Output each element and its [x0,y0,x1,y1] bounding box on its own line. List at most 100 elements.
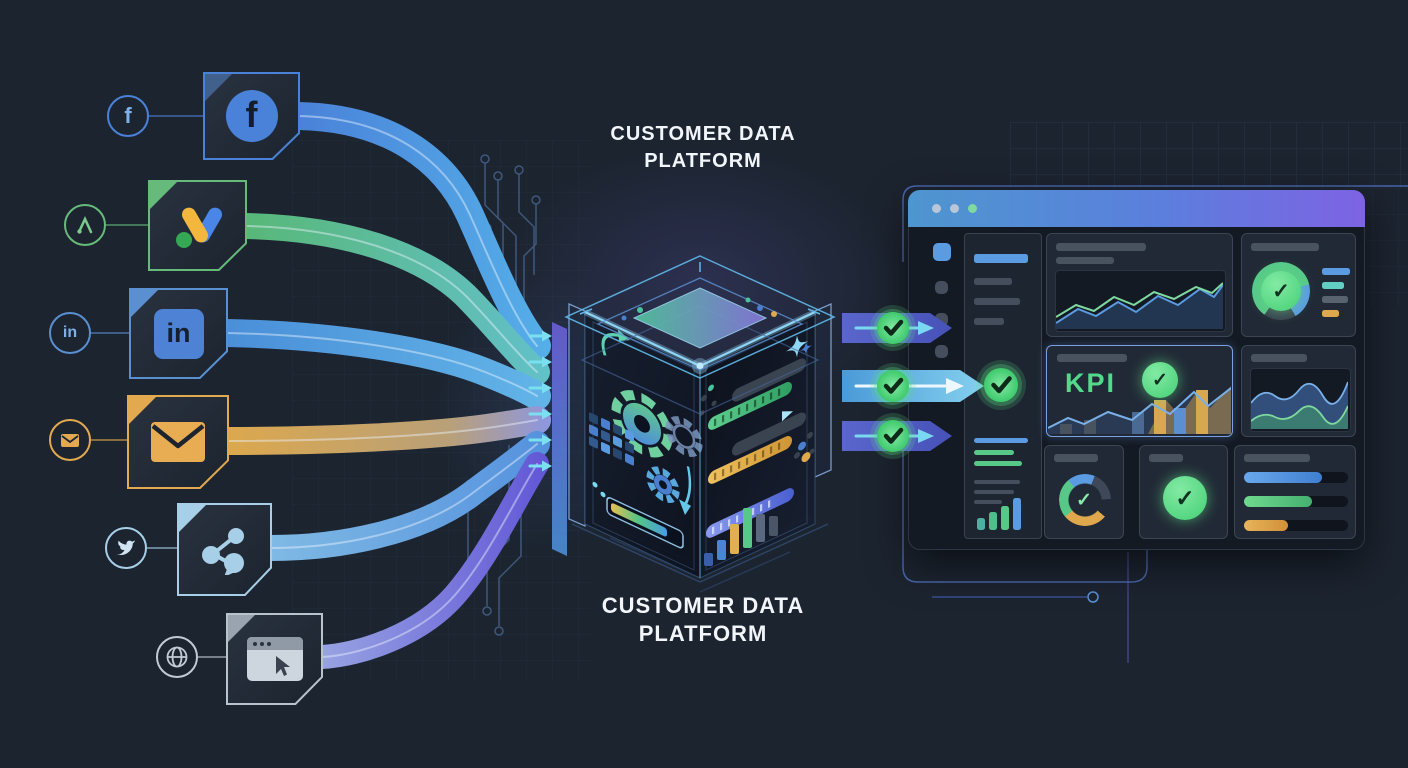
card-body [179,505,270,594]
card-progress-bars [1234,445,1356,539]
card-title-placeholder [1251,243,1319,251]
twitter-badge [105,527,147,569]
cube-bar-chart [704,508,778,566]
nav-panel [964,233,1042,539]
text-line [974,438,1028,443]
checkmark-icon: ✓ [1163,476,1207,520]
gear-small-icon [646,466,680,503]
pipe-google-ads [233,213,550,385]
facebook-badge: f [107,95,149,137]
connector [147,115,205,117]
legend-item [1322,296,1348,303]
connector-node [1087,591,1099,603]
bar-fill-blue [1244,472,1322,483]
card-title-placeholder [1149,454,1183,462]
card-gauge: ✓ [1044,445,1124,539]
cdp-core-layer [632,287,768,349]
checkmark-icon: ✓ [1142,362,1178,398]
card-area-chart [1241,345,1356,437]
nav-item-active [974,254,1028,263]
text-line [974,480,1020,484]
data-row-yellow [708,436,792,484]
source-card-web [226,613,323,705]
edge-glow [583,309,817,370]
pipe-web [310,452,549,669]
globe-icon [166,646,188,668]
connector [104,224,148,226]
text-line [974,461,1022,466]
card-title-placeholder [1251,354,1307,362]
email-icon [61,433,79,447]
data-row-blue [706,488,794,538]
linkedin-badge: in [49,312,91,354]
linkedin-icon: in [129,288,228,379]
checkmark-icon: ✓ [1261,271,1301,311]
mini-bar [1013,498,1021,530]
intake-panel [552,322,567,556]
data-row-green [708,382,792,430]
sidebar-icon [935,345,948,358]
cycle-arrow-icon [601,333,622,356]
background-grid [1010,122,1408,188]
source-card-google-ads [148,180,247,271]
connector [89,439,127,441]
window-dot [950,204,959,213]
facebook-icon: f [203,72,300,160]
down-arrow-icon [683,466,692,507]
mini-bar [1001,506,1009,530]
twitter-icon [116,540,135,555]
source-card-email [127,395,229,489]
card-subtitle-placeholder [1056,257,1114,264]
kpi-label: KPI [1065,368,1117,398]
google-ads-badge [64,204,106,246]
output-bracket [814,303,832,478]
sidebar-icon [935,313,948,326]
source-card-linkedin: in [129,288,228,379]
pipe-social [258,431,550,561]
legend-item [1322,282,1344,289]
source-card-social-share [177,503,272,596]
area-chart [1250,381,1349,429]
data-row-track [732,358,806,402]
cube-data-face [699,335,815,538]
pixel-grid [589,412,634,466]
text-line [974,500,1002,504]
pipe-facebook [285,102,551,360]
data-row-track [732,412,806,456]
intake-bracket [568,303,586,527]
window-titlebar [908,190,1365,227]
share-nodes-icon [177,503,272,596]
mini-bar [977,518,985,530]
progress-bar [606,496,684,549]
web-badge [156,636,198,678]
window-dot [968,204,977,213]
email-icon [127,395,229,489]
send-icon [782,411,793,422]
pipe-linkedin [213,319,551,410]
gear-outline-icon [665,416,703,458]
nav-item [974,318,1004,325]
browser-icon [226,613,323,705]
cube-left-frame [592,321,695,571]
cube-base-layers [571,515,829,593]
sidebar-icon [935,281,948,294]
sparkle-icon [786,335,813,358]
email-badge [49,419,91,461]
source-card-facebook: f [203,72,300,160]
connector [89,332,129,334]
linkedin-icon: in [62,324,78,341]
cdp-top-layers [564,255,836,415]
bar-track [1244,520,1348,531]
sidebar-icon-active [933,243,951,261]
chart-area [1250,368,1351,432]
card-line-chart [1046,233,1233,337]
legend-item [1322,268,1350,275]
cube-processing-face [589,329,703,549]
chart-area [1055,270,1226,332]
bar-fill-green [1244,496,1312,507]
card-title-placeholder [1057,354,1127,362]
dashboard-window: ✓ KPI ✓ [908,190,1365,550]
